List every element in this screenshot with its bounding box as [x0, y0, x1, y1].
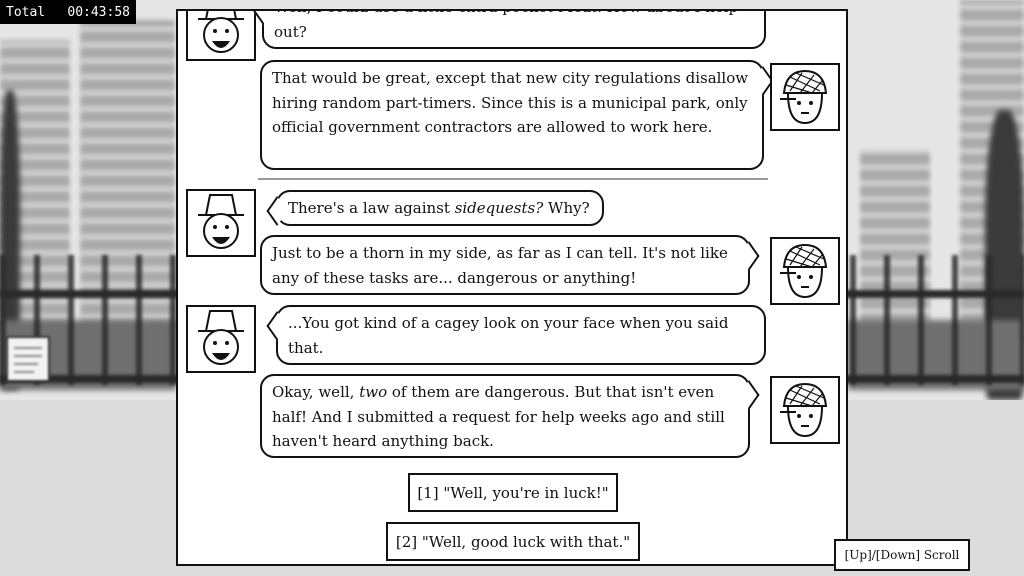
scroll-hint: [Up]/[Down] Scroll [834, 539, 970, 571]
dialog-text: Well, I could use a little extra pocket … [274, 11, 738, 41]
bubble-tail [266, 196, 288, 226]
dialog-bubble-player: Well, I could use a little extra pocket … [252, 11, 766, 49]
cowboy-portrait-icon [186, 305, 256, 373]
cowboy-portrait-icon [186, 189, 256, 257]
dialog-text: ...You got kind of a cagey look on your … [288, 314, 729, 357]
dialog-divider [258, 178, 768, 180]
bubble-tail [738, 380, 760, 410]
dialog-text-after: Why? [543, 199, 590, 217]
dialog-text: Just to be a thorn in my side, as far as… [272, 244, 728, 287]
dialog-bubble-npc: Just to be a thorn in my side, as far as… [260, 235, 760, 295]
dialog-bubble-npc: That would be great, except that new cit… [260, 60, 774, 170]
dialog-text-emphasis: two [359, 383, 388, 401]
dialog-text-before: Okay, well, [272, 383, 360, 401]
dialog-choice-2[interactable]: [2] "Well, good luck with that." [386, 522, 640, 561]
dialog-choice-1[interactable]: [1] "Well, you're in luck!" [408, 473, 618, 512]
dialog-text: That would be great, except that new cit… [272, 69, 749, 136]
dialog-text-after: of them are dangerous. But that isn't ev… [272, 383, 725, 450]
dialog-log-panel[interactable]: Well, I could use a little extra pocket … [176, 9, 848, 566]
dialog-text-emphasis: sidequests? [454, 199, 544, 217]
park-notice-sign-icon [6, 336, 50, 382]
timer-value: 00:43:58 [67, 4, 130, 20]
scroll-hint-text: [Up]/[Down] Scroll [844, 548, 960, 562]
acorn-portrait-icon [770, 376, 840, 444]
dialog-bubble-player: There's a law against sidequests? Why? [266, 190, 604, 226]
dialog-bubble-player: ...You got kind of a cagey look on your … [266, 305, 766, 365]
cowboy-portrait-icon [186, 11, 256, 61]
choice-text: [2] "Well, good luck with that." [395, 532, 631, 551]
speedrun-timer: Total 00:43:58 [0, 0, 136, 24]
dialog-text-before: There's a law against [288, 199, 455, 217]
timer-label: Total [6, 4, 46, 20]
dialog-bubble-npc: Okay, well, two of them are dangerous. B… [260, 374, 760, 458]
choice-text: [1] "Well, you're in luck!" [417, 483, 609, 502]
acorn-portrait-icon [770, 63, 840, 131]
bubble-tail [738, 241, 760, 271]
bubble-tail [266, 311, 288, 341]
acorn-portrait-icon [770, 237, 840, 305]
